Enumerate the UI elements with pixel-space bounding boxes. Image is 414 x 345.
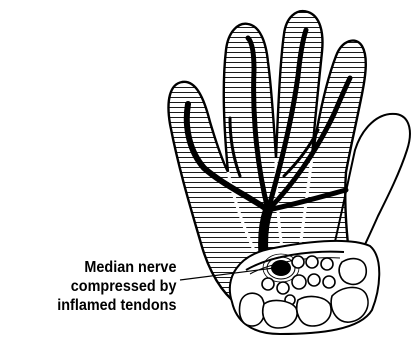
callout-line-3: inflamed tendons	[57, 296, 176, 315]
wrist-cross-section	[230, 241, 379, 334]
callout-line-1: Median nerve	[57, 258, 176, 277]
callout-label: Median nerve compressed by inflamed tend…	[57, 258, 176, 315]
callout-line-2: compressed by	[57, 277, 176, 296]
